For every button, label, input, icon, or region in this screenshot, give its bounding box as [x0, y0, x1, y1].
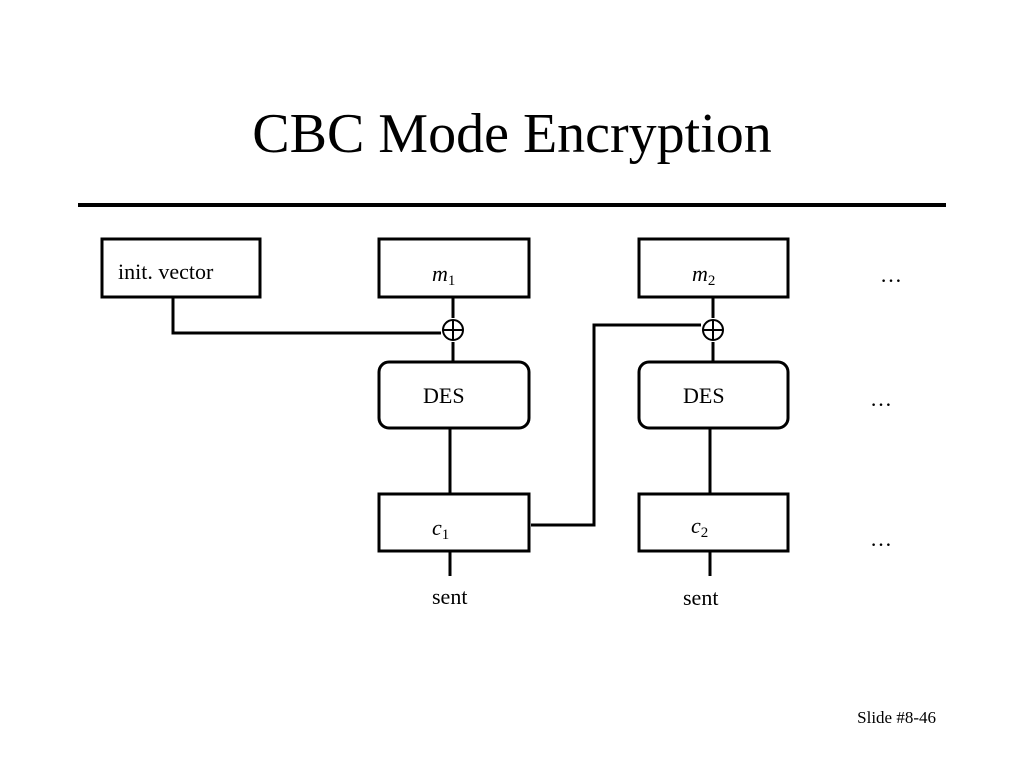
ellipsis-cipher-row: … — [870, 526, 892, 551]
c1-label: c1 — [432, 515, 449, 543]
title-divider — [78, 203, 946, 207]
slide-number: Slide #8-46 — [857, 708, 936, 727]
m1-var: m — [432, 261, 448, 286]
c2-label: c2 — [691, 513, 708, 541]
ellipsis-message-row: … — [880, 262, 902, 287]
c1-var: c — [432, 515, 442, 540]
block-2: m2 DES c2 sent — [637, 237, 790, 610]
sent-2-label: sent — [683, 585, 718, 610]
m2-var: m — [692, 261, 708, 286]
c1-sub: 1 — [442, 527, 450, 543]
des2-box — [637, 360, 790, 430]
iv-label: init. vector — [118, 259, 214, 284]
iv-block: init. vector — [100, 237, 262, 299]
xor-icon — [702, 319, 724, 341]
m1-label: m1 — [432, 261, 455, 289]
slide-title: CBC Mode Encryption — [252, 103, 772, 165]
m1-box — [377, 237, 531, 299]
c2-sub: 2 — [701, 525, 709, 541]
m2-label: m2 — [692, 261, 715, 289]
iv-to-xor1-wire — [171, 298, 441, 335]
c1-to-xor2-wire — [531, 323, 701, 527]
des2-label: DES — [683, 383, 725, 408]
m2-sub: 2 — [708, 273, 716, 289]
m2-box — [637, 237, 790, 299]
diagram-wires — [171, 297, 715, 576]
des1-label: DES — [423, 383, 465, 408]
sent-1-label: sent — [432, 584, 467, 609]
c1-box — [377, 492, 531, 553]
c2-var: c — [691, 513, 701, 538]
m1-sub: 1 — [448, 273, 456, 289]
xor-icon — [442, 319, 464, 341]
ellipsis-des-row: … — [870, 386, 892, 411]
iv-box — [100, 237, 262, 299]
block-1: m1 DES c1 sent — [377, 237, 531, 609]
continuation-ellipses: … … … — [870, 262, 902, 551]
c2-box — [637, 492, 790, 553]
des1-box — [377, 360, 531, 430]
